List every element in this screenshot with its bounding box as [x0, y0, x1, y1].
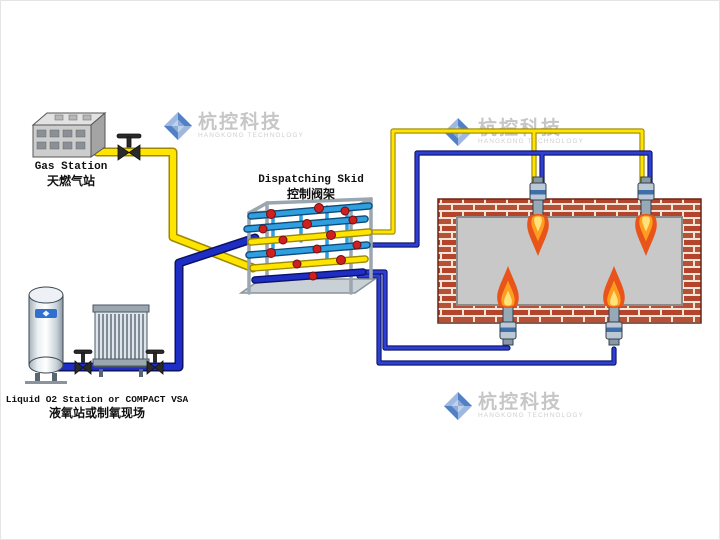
dispatching-skid — [238, 197, 378, 295]
gas-station-label: Gas Station 天燃气站 — [15, 160, 127, 190]
gas-station-label-en: Gas Station — [34, 161, 108, 173]
o2-tank — [25, 286, 67, 384]
roof-vents — [54, 114, 92, 121]
building-windows — [36, 129, 86, 150]
watermark-en: HANGKONG TECHNOLOGY — [478, 412, 585, 420]
gas-station-building — [31, 111, 107, 158]
watermark-top-left: 杭控科技 HANGKONG TECHNOLOGY — [163, 111, 304, 141]
o2-valve-1-icon — [73, 349, 93, 375]
dispatching-skid-label-zh: 控制阀架 — [286, 187, 335, 202]
watermark-en: HANGKONG TECHNOLOGY — [198, 132, 305, 140]
o2-station-label-en: Liquid O2 Station or COMPACT VSA — [5, 394, 189, 405]
tank-logo-icon — [35, 309, 57, 318]
watermark-zh: 杭控科技 — [198, 110, 283, 133]
furnace — [437, 198, 702, 324]
hangkong-logo-icon — [163, 111, 193, 141]
watermark-bottom-right: 杭控科技 HANGKONG TECHNOLOGY — [443, 391, 584, 421]
vaporizer-fins — [98, 314, 144, 359]
skid-valve-handwheels — [258, 203, 362, 281]
gas-valve-icon — [116, 133, 142, 161]
vaporizer — [92, 304, 150, 377]
watermark-zh: 杭控科技 — [478, 390, 563, 413]
o2-valve-2-icon — [145, 349, 165, 375]
hangkong-logo-icon — [443, 391, 473, 421]
dispatching-skid-label: Dispatching Skid 控制阀架 — [237, 173, 385, 203]
o2-station-label: Liquid O2 Station or COMPACT VSA 液氧站或制氧现… — [1, 394, 193, 422]
o2-station-label-zh: 液氧站或制氧现场 — [48, 406, 145, 421]
gas-lines-to-burners — [366, 128, 645, 235]
liquid-o2-station — [25, 286, 165, 384]
watermark-en: HANGKONG TECHNOLOGY — [478, 138, 585, 146]
gas-station-label-zh: 天燃气站 — [46, 174, 95, 189]
dispatching-skid-label-en: Dispatching Skid — [258, 174, 364, 186]
